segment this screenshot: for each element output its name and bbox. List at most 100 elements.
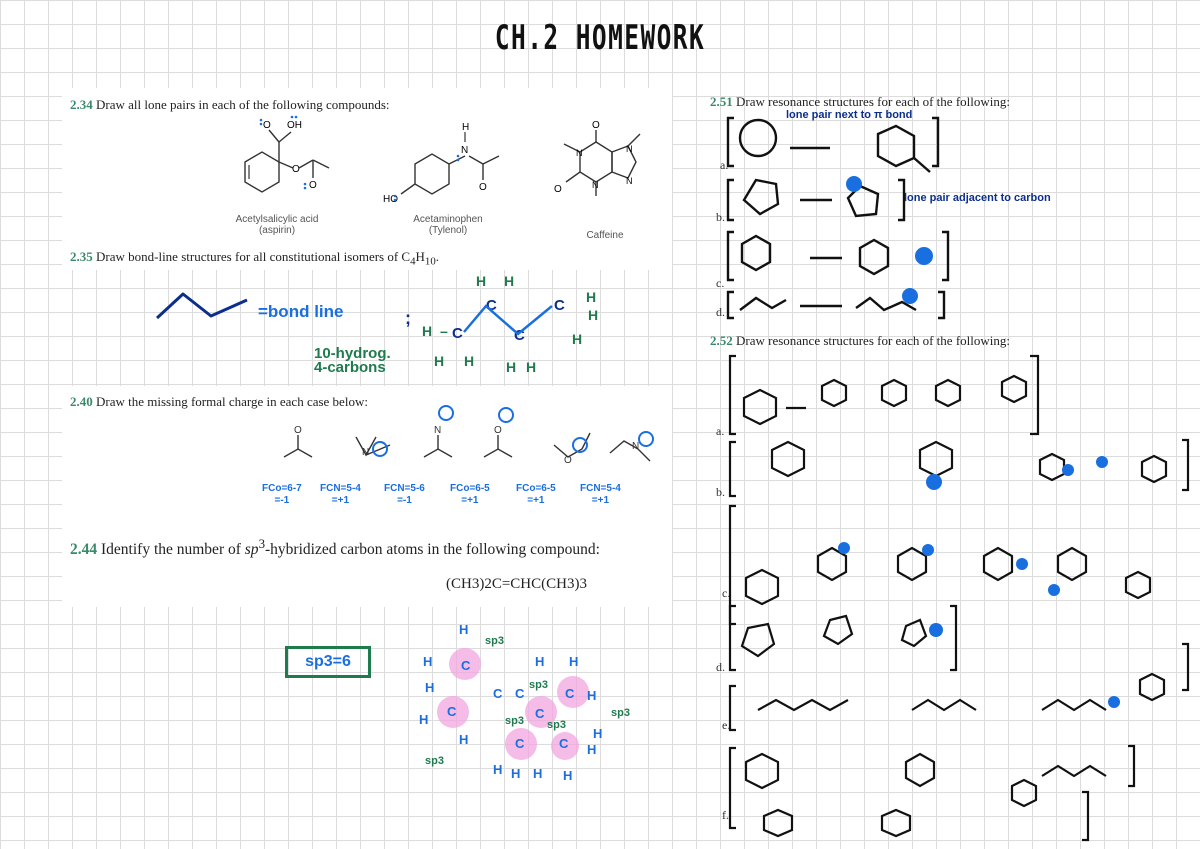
svg-text:C: C (565, 686, 575, 701)
svg-text:H: H (586, 289, 596, 305)
svg-text:H: H (493, 762, 502, 777)
formula-subscript: 4 (410, 255, 416, 268)
note-line-1: 10-hydrog. (314, 345, 391, 362)
question-text-end: -hybridized carbon atoms in the followin… (265, 541, 600, 559)
resonance-2-52 (728, 354, 1190, 842)
fc-eq: FCo=6-7 (262, 483, 302, 494)
caffeine-structure: O O N N N N (554, 120, 641, 196)
question-text: Draw bond-line structures for all consti… (96, 249, 411, 264)
question-number: 2.35 (70, 249, 93, 264)
acetaminophen-structure: H N O HO (383, 122, 500, 205)
svg-text:O: O (554, 184, 562, 195)
resonance-2-51 (726, 116, 950, 320)
svg-text:H: H (422, 323, 432, 339)
svg-text:H: H (434, 353, 444, 369)
question-2-35: 2.35 Draw bond-line structures for all c… (70, 249, 439, 268)
sp-term: sp (244, 541, 259, 559)
svg-text:H: H (593, 726, 602, 741)
fc-eq: FCN=5-4 (320, 483, 361, 494)
fc-label-2: FCN=5-4=+1 (320, 483, 361, 507)
svg-text:H: H (506, 359, 516, 375)
sp3-label: sp3 (505, 715, 524, 727)
fc-res: =+1 (591, 495, 610, 506)
part-label-b: b. (716, 210, 725, 224)
svg-text:O: O (263, 120, 271, 131)
formal-charge-structures: ONN OON (283, 405, 654, 466)
svg-text:C: C (486, 297, 497, 314)
svg-text:C: C (452, 325, 463, 342)
svg-text:N: N (632, 441, 639, 452)
svg-text:C: C (515, 736, 525, 751)
question-number: 2.34 (70, 97, 93, 112)
svg-text:C: C (559, 736, 569, 751)
svg-text:C: C (554, 297, 565, 314)
svg-text:–: – (440, 323, 448, 339)
svg-text:H: H (425, 680, 434, 695)
svg-text:C: C (461, 658, 471, 673)
semicolon-mark: ; (405, 308, 411, 328)
svg-text:HO: HO (383, 194, 398, 205)
note-line-2: 4-carbons (314, 359, 386, 376)
bond-line-sketch (155, 292, 248, 320)
svg-text:H: H (535, 654, 544, 669)
svg-text:N: N (592, 180, 599, 190)
svg-text:O: O (294, 425, 302, 436)
sp3-label: sp3 (529, 679, 548, 691)
aspirin-structure: O OH O O (244, 115, 330, 193)
svg-text:O: O (309, 180, 317, 191)
svg-text:C: C (515, 686, 525, 701)
bond-line-note: =bond line (258, 302, 344, 321)
sp3-label: sp3 (611, 707, 630, 719)
part-label-c: c. (722, 586, 731, 600)
svg-text:C: C (514, 327, 525, 344)
fc-res: =+1 (527, 495, 545, 506)
svg-text:H: H (459, 622, 468, 637)
caption-name: Acetylsalicylic acid (235, 214, 319, 225)
svg-text:H: H (476, 273, 486, 289)
svg-text:C: C (535, 706, 545, 721)
part-label-a: a. (720, 158, 729, 172)
question-number: 2.52 (710, 333, 733, 348)
question-text: Identify the number of (101, 541, 245, 559)
svg-text:H: H (504, 273, 514, 289)
svg-text:H: H (459, 732, 468, 747)
fc-eq: FCN=5-6 (384, 483, 425, 494)
svg-text:N: N (626, 144, 633, 154)
part-label-c: c. (716, 276, 725, 290)
formal-charge-work: FCo=6-7=-1 FCN=5-4=+1 FCN=5-6=-1 FCo=6-5… (262, 483, 682, 513)
part-label-e: e. (722, 718, 731, 732)
svg-text:O: O (479, 182, 487, 193)
part-label-d: d. (716, 305, 725, 319)
question-2-40: 2.40 Draw the missing formal charge in e… (70, 394, 368, 410)
caption-sub: (aspirin) (258, 225, 296, 236)
svg-text:H: H (572, 331, 582, 347)
svg-text:O: O (592, 120, 600, 131)
caption-caffeine: Caffeine (560, 230, 650, 241)
fc-label-6: FCN=5-4=+1 (580, 483, 621, 507)
compound-formula: (CH3)2C=CHC(CH3)3 (446, 576, 587, 592)
question-text: Draw all lone pairs in each of the follo… (96, 97, 390, 112)
svg-text:H: H (587, 688, 596, 703)
svg-text:N: N (461, 145, 468, 156)
sp-superscript: 3 (258, 536, 266, 551)
formula-end: . (435, 249, 439, 264)
question-2-34: 2.34 Draw all lone pairs in each of the … (70, 97, 390, 113)
fc-label-5: FCo=6-5=+1 (516, 483, 556, 507)
question-2-52: 2.52 Draw resonance structures for each … (710, 333, 1010, 349)
svg-text:H: H (569, 654, 578, 669)
svg-text:H: H (419, 712, 428, 727)
answer-text: sp3=6 (305, 653, 351, 670)
question-text: Draw the missing formal charge in each c… (96, 394, 368, 409)
fc-eq: FCN=5-4 (580, 483, 621, 494)
fc-eq: FCo=6-5 (516, 483, 556, 494)
part-label-d: d. (716, 660, 725, 674)
fc-res: =-1 (397, 495, 412, 506)
sp3-label: sp3 (425, 755, 444, 767)
note-2-51-a: lone pair next to π bond (786, 109, 913, 121)
fc-label-3: FCN=5-6=-1 (384, 483, 425, 507)
caption-name: Acetaminophen (413, 214, 483, 225)
svg-text:H: H (464, 353, 474, 369)
svg-text:H: H (423, 654, 432, 669)
svg-text:H: H (462, 122, 469, 133)
svg-text:N: N (626, 176, 633, 186)
